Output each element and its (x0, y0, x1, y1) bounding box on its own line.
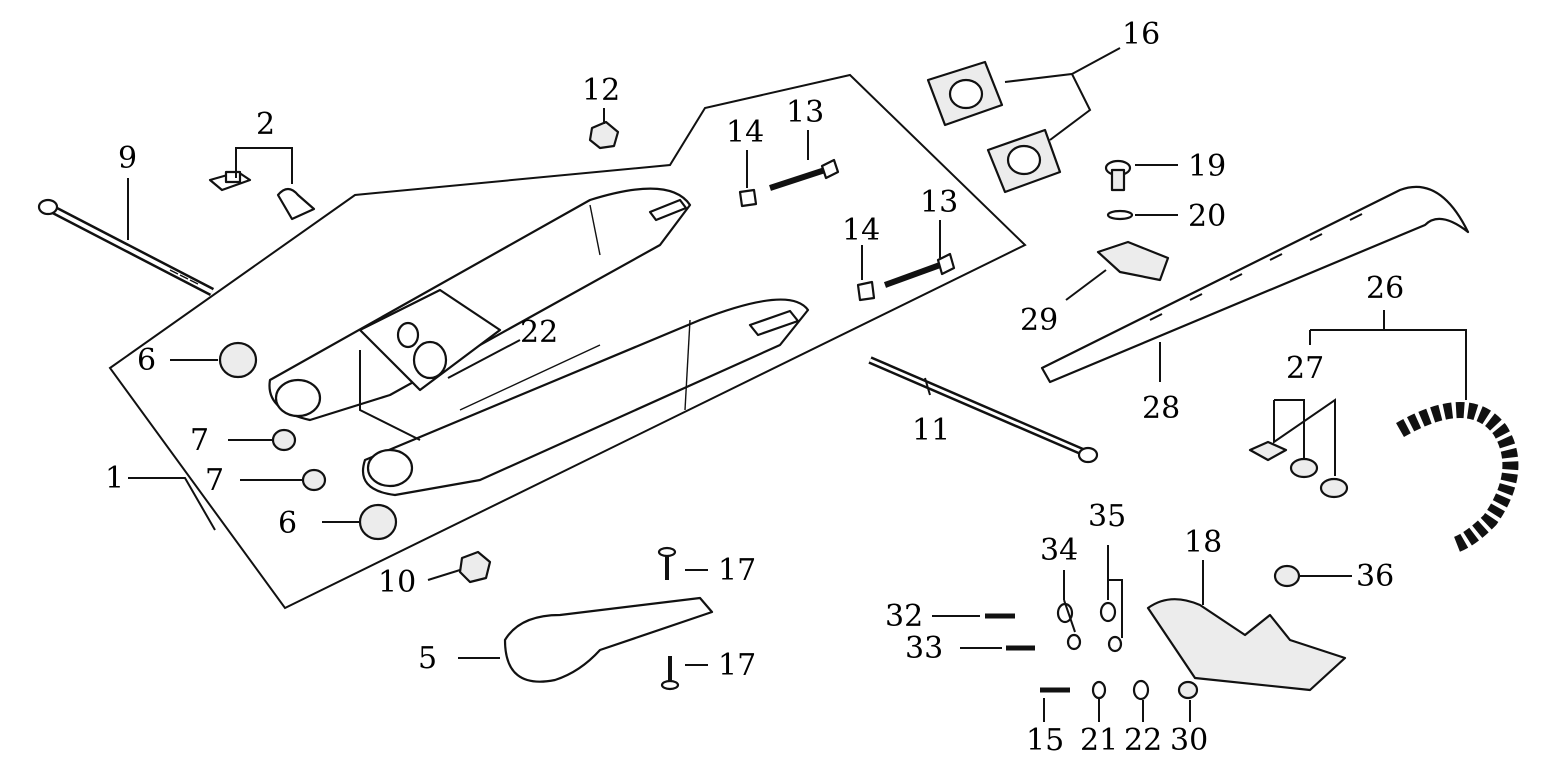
callout-36: 36 (1356, 559, 1394, 594)
callout-29: 29 (1020, 303, 1058, 338)
callout-6-lower: 6 (278, 506, 297, 541)
callout-15: 15 (1026, 723, 1064, 758)
chain-guard-part (1146, 598, 1347, 692)
lock-nut-part (458, 120, 620, 584)
callout-20: 20 (1188, 199, 1226, 234)
small-fastener-part (985, 601, 1199, 701)
hose-clamp-part (208, 170, 316, 221)
callout-28: 28 (1142, 391, 1180, 426)
callout-2: 2 (256, 107, 275, 142)
swingarm-part (268, 187, 810, 497)
callout-22-swingarm: 22 (520, 315, 558, 350)
callout-13-upper: 13 (786, 95, 824, 130)
slider-screw-part (657, 546, 680, 691)
chain-slider-part (1040, 185, 1470, 384)
chain-adjuster-plate-part (926, 60, 1062, 194)
callout-13-lower: 13 (920, 185, 958, 220)
callout-11: 11 (912, 413, 950, 448)
callout-5: 5 (418, 641, 437, 676)
swingarm-slider-part (503, 596, 714, 683)
callout-16: 16 (1122, 17, 1160, 52)
callout-34: 34 (1040, 533, 1078, 568)
callout-32: 32 (885, 599, 923, 634)
guard-grommet-part (1273, 564, 1301, 588)
pivot-bushing-part (218, 341, 398, 541)
assembly-boundary (108, 73, 1027, 610)
callout-22-fastener: 22 (1124, 723, 1162, 758)
guide-bracket-part (1096, 240, 1170, 282)
callout-17-upper: 17 (718, 553, 756, 588)
leader-lines (127, 47, 1467, 722)
master-link-part (1248, 440, 1349, 499)
callout-33: 33 (905, 631, 943, 666)
callout-19: 19 (1188, 149, 1226, 184)
callout-35: 35 (1088, 499, 1126, 534)
callout-26: 26 (1366, 271, 1404, 306)
callout-6-upper: 6 (137, 343, 156, 378)
callout-27: 27 (1286, 351, 1324, 386)
callout-14-lower: 14 (842, 213, 880, 248)
callout-1: 1 (105, 461, 124, 496)
callout-7-upper: 7 (190, 423, 209, 458)
callout-10: 10 (378, 565, 416, 600)
drive-chain-part (1396, 402, 1519, 553)
rear-axle-part (868, 356, 1099, 464)
callout-30: 30 (1170, 723, 1208, 758)
callout-12: 12 (582, 73, 620, 108)
callout-7-lower: 7 (205, 463, 224, 498)
callout-18: 18 (1184, 525, 1222, 560)
callout-9: 9 (118, 141, 137, 176)
callout-14-upper: 14 (726, 115, 764, 150)
adjuster-bolt-part (738, 158, 956, 302)
guide-bolt-part (1104, 159, 1134, 221)
pivot-bolt-part (37, 198, 215, 296)
callout-17-lower: 17 (718, 648, 756, 683)
callout-21: 21 (1080, 723, 1118, 758)
